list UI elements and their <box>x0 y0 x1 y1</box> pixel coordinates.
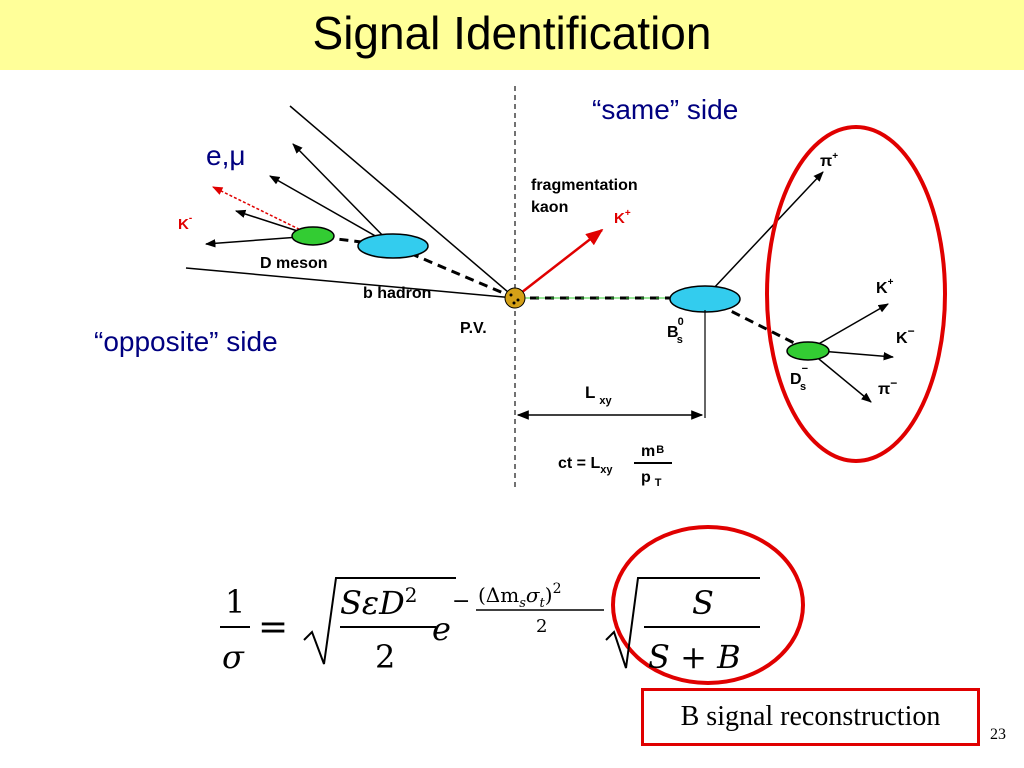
primary-vertex-dot <box>516 298 520 302</box>
track-line <box>807 303 889 351</box>
ct-formula-prefix: ct = Lxy <box>558 455 613 476</box>
title-bar <box>0 0 1024 70</box>
track-line <box>711 171 824 291</box>
formula-e: e <box>432 610 451 648</box>
k-minus-decay-label: K− <box>896 324 915 347</box>
kaon-label: kaon <box>531 199 568 216</box>
formula-s-plus-b: S + B <box>648 638 741 676</box>
track-line <box>185 267 516 299</box>
lepton-label: e,μ <box>206 140 246 171</box>
signal-reconstruction-ellipse <box>765 125 947 463</box>
d-meson-vertex <box>291 226 335 246</box>
formula-exponent-denominator: 2 <box>536 616 547 637</box>
track-line <box>292 143 394 247</box>
formula-highlight-ellipse <box>611 525 805 685</box>
track-line <box>269 175 394 247</box>
opposite-side-label: “opposite” side <box>94 326 278 357</box>
b-hadron-label: b hadron <box>363 285 431 302</box>
formula-numerator: SεD2 <box>340 583 417 622</box>
formula-two: 2 <box>375 638 395 676</box>
formula-exponent-numerator: (Δmsσt)2 <box>478 581 562 611</box>
d-meson-label: D meson <box>260 255 328 272</box>
sqrt-sign-1 <box>303 577 456 665</box>
formula-s: S <box>692 584 714 622</box>
k-plus-frag-label: K+ <box>614 208 631 227</box>
same-side-label: “same” side <box>592 94 739 125</box>
fragmentation-label: fragmentation <box>531 177 638 194</box>
formula-equals: = <box>258 607 288 648</box>
track-line <box>212 186 314 237</box>
bs-vertex <box>669 285 741 313</box>
slide-title: Signal Identification <box>312 7 712 59</box>
primary-vertex-dot <box>512 301 516 305</box>
primary-vertex-dot <box>509 293 513 297</box>
fragmentation-kaon-arrow <box>516 228 604 297</box>
ds-vertex <box>786 341 830 361</box>
ds-label: D−s <box>790 363 808 393</box>
primary-vertex <box>504 287 526 309</box>
sqrt-sign-2 <box>605 577 760 669</box>
k-plus-decay-label: K+ <box>876 277 894 297</box>
formula-exponent-minus: − <box>452 589 470 614</box>
pi-plus-label: π+ <box>820 151 838 170</box>
formula-one: 1 <box>225 583 245 621</box>
k-minus-opposite-label: K- <box>178 213 192 233</box>
page-number: 23 <box>990 726 1006 743</box>
significance-formula: 1 σ = SεD2 2 e − (Δmsσt)2 2 S S + B <box>220 577 760 676</box>
pi-minus-label: π− <box>878 376 897 398</box>
primary-vertex-label: P.V. <box>460 320 487 337</box>
ct-formula-numerator: mB <box>641 443 664 460</box>
b-signal-reconstruction-box: B signal reconstruction <box>641 688 980 746</box>
track-line <box>289 105 516 299</box>
b-hadron-vertex <box>357 233 429 259</box>
formula-sigma: σ <box>222 638 245 676</box>
